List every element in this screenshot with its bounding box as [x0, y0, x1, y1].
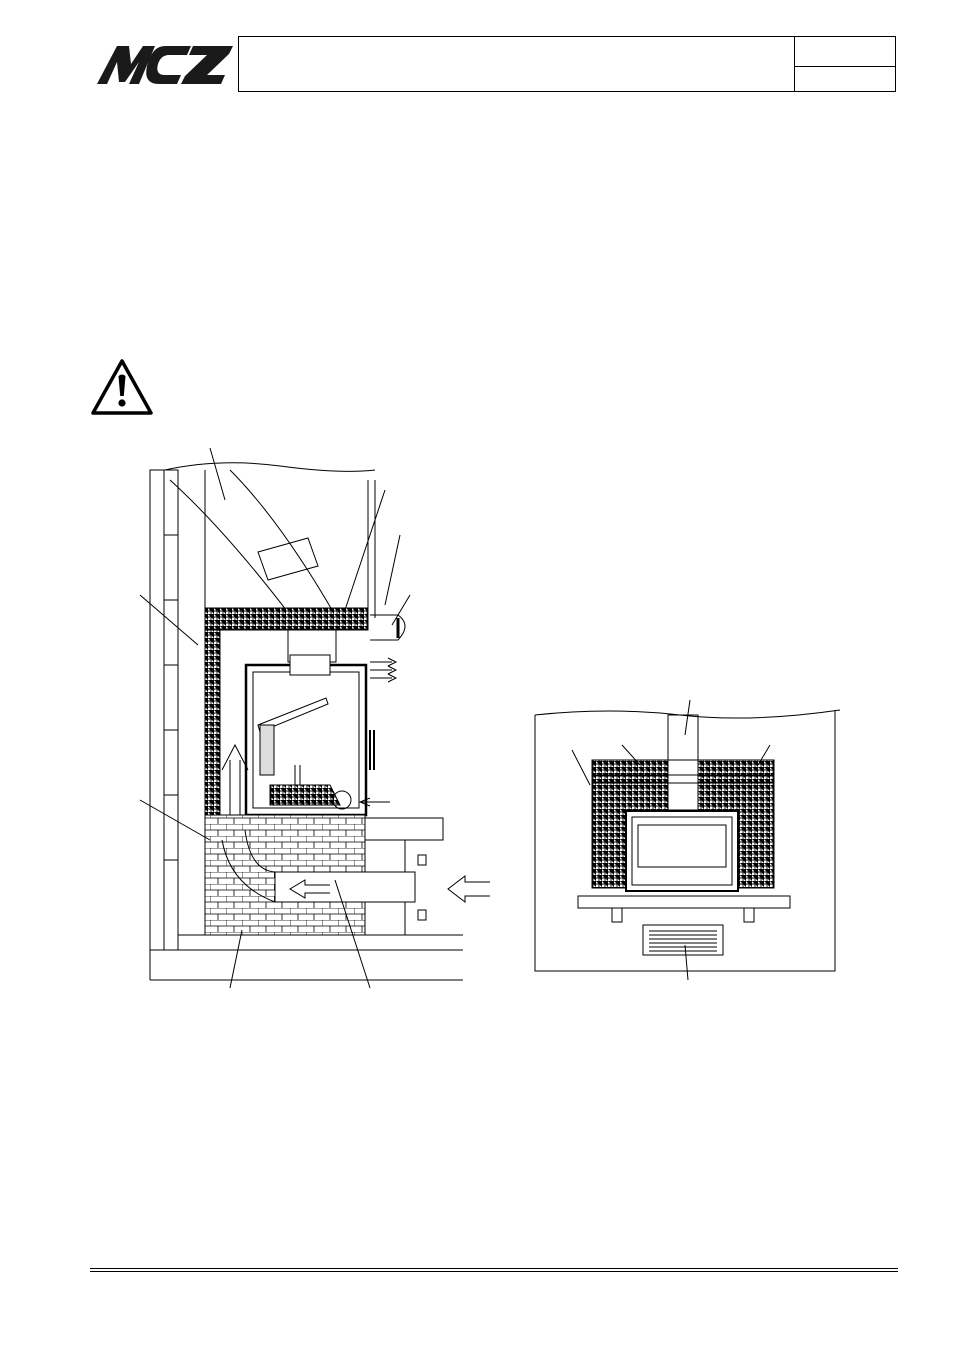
fireplace-side-section-drawing [139, 447, 490, 989]
fireplace-front-view-drawing [534, 699, 841, 981]
footer-divider [90, 1268, 898, 1272]
header-title-box [238, 36, 896, 92]
document-code-box [794, 37, 895, 91]
mcz-logo [97, 46, 233, 84]
warning-icon [91, 359, 153, 415]
